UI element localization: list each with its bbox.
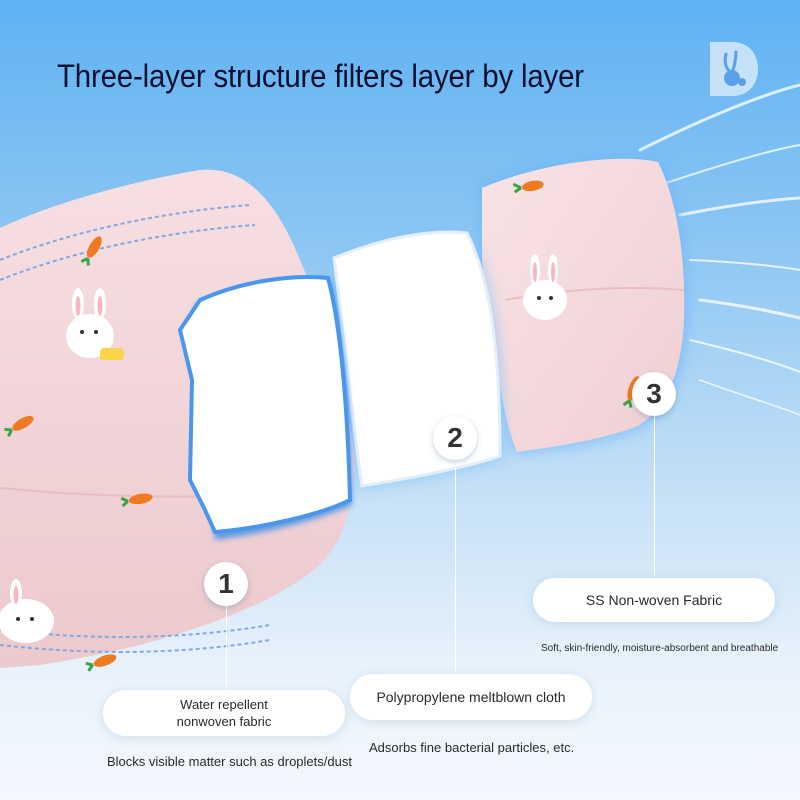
rabbit-logo-icon	[710, 42, 758, 96]
layer-1-leader-line	[226, 606, 227, 690]
layer-3-leader-line	[654, 416, 655, 576]
layer-3-number-badge: 3	[632, 372, 676, 416]
headline: Three-layer structure filters layer by l…	[57, 58, 584, 94]
layer-2-panel	[330, 228, 505, 490]
layer-1-panel	[0, 169, 355, 672]
layer-1-description: Blocks visible matter such as droplets/d…	[107, 754, 352, 769]
layer-3-name-text: SS Non-woven Fabric	[585, 592, 723, 608]
layer-1-number-badge: 1	[204, 562, 248, 606]
layer-2-leader-line	[455, 460, 456, 672]
layer-1-name-text: Water repellent nonwoven fabric	[176, 697, 272, 729]
layer-2-description: Adsorbs fine bacterial particles, etc.	[369, 740, 575, 755]
layer-3-description: Soft, skin-friendly, moisture-absorbent …	[541, 643, 779, 654]
wind-streaks	[638, 83, 800, 416]
layer-3-panel	[478, 156, 689, 455]
layer-2-number-badge: 2	[433, 416, 477, 460]
layer-1-name-label: Water repellent nonwoven fabric	[103, 690, 345, 736]
layer-3-name-label: SS Non-woven Fabric	[533, 578, 775, 622]
layer-2-name-label: Polypropylene meltblown cloth	[350, 674, 592, 720]
layer-2-name-text: Polypropylene meltblown cloth	[376, 689, 566, 705]
